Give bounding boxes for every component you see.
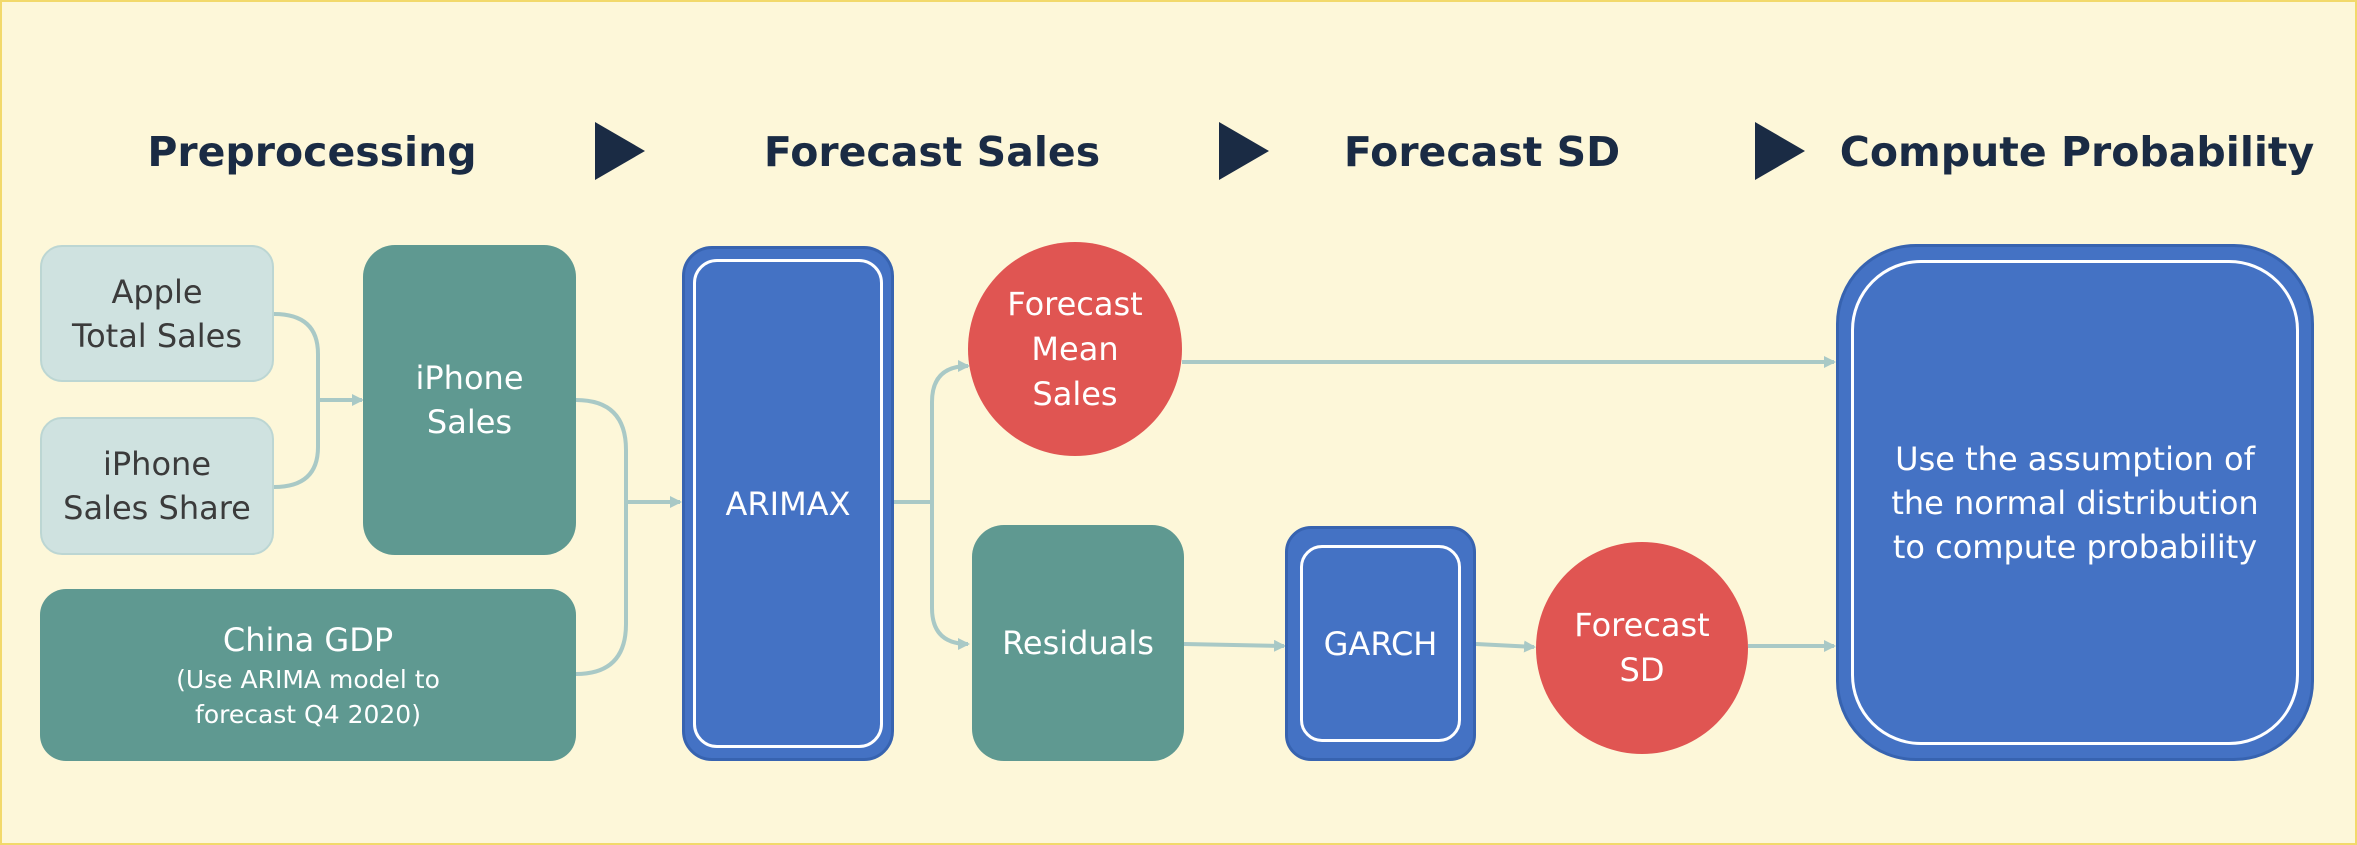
connector-arimax-to-mean xyxy=(930,360,970,502)
stage-title-forecast-sales: Forecast Sales xyxy=(763,128,1101,176)
stage-title-compute-probability: Compute Probability xyxy=(1839,128,2315,176)
node-iphone-sales-share-line2: Sales Share xyxy=(63,489,251,527)
node-forecast-sd-line1: Forecast xyxy=(1574,606,1710,644)
connector-gdp-to-arimax xyxy=(575,502,628,676)
node-china-gdp-title: China GDP xyxy=(222,621,394,659)
node-apple-total-sales-line1: Apple xyxy=(111,272,203,311)
node-forecast-mean-sales-line3: Sales xyxy=(1032,374,1118,413)
node-forecast-mean-sales-line1: Forecast xyxy=(1007,284,1143,323)
node-residuals: Residuals xyxy=(972,525,1184,761)
node-arimax-label: ARIMAX xyxy=(725,484,851,523)
node-garch-label: GARCH xyxy=(1323,624,1438,663)
connector-apple-to-iphone-sales xyxy=(273,312,320,400)
connector-residuals-to-garch xyxy=(1183,639,1286,652)
stage-arrow-2 xyxy=(1219,122,1269,180)
node-arimax: ARIMAX xyxy=(682,246,894,761)
node-china-gdp-note-line1: (Use ARIMA model to xyxy=(176,665,440,694)
node-apple-total-sales: Apple Total Sales xyxy=(40,245,274,382)
node-china-gdp: China GDP (Use ARIMA model to forecast Q… xyxy=(40,589,576,761)
node-arimax-inner-border xyxy=(693,259,883,748)
stage-arrow-3 xyxy=(1755,122,1805,180)
node-iphone-sales-line1: iPhone xyxy=(415,359,524,397)
stage-title-forecast-sd: Forecast SD xyxy=(1343,128,1621,176)
connector-share-to-iphone-sales xyxy=(273,400,320,489)
node-forecast-sd: Forecast SD xyxy=(1536,542,1748,754)
node-forecast-sd-line2: SD xyxy=(1619,651,1665,689)
node-forecast-mean-sales-line2: Mean xyxy=(1031,329,1119,368)
node-compute-probability: Use the assumption of the normal distrib… xyxy=(1836,244,2314,761)
node-apple-total-sales-line2: Total Sales xyxy=(71,316,243,355)
node-iphone-sales: iPhone Sales xyxy=(363,245,576,555)
node-iphone-sales-line2: Sales xyxy=(426,403,513,441)
node-compute-line3: to compute probability xyxy=(1892,527,2258,566)
node-compute-line2: the normal distribution xyxy=(1891,483,2259,522)
node-compute-probability-inner-border xyxy=(1851,260,2299,745)
stage-title-preprocessing: Preprocessing xyxy=(147,128,477,176)
node-iphone-sales-share-line1: iPhone xyxy=(102,445,211,483)
connector-iphone-sales-to-arimax xyxy=(575,398,628,502)
node-residuals-label: Residuals xyxy=(1002,624,1154,662)
node-garch: GARCH xyxy=(1285,526,1476,761)
connector-arimax-to-residuals xyxy=(930,502,970,650)
node-iphone-sales-share: iPhone Sales Share xyxy=(40,417,274,555)
node-garch-inner-border xyxy=(1300,545,1461,742)
node-china-gdp-note-line2: forecast Q4 2020) xyxy=(195,700,421,729)
connector-garch-to-sd xyxy=(1475,640,1536,653)
stage-arrow-1 xyxy=(595,122,645,180)
node-compute-line1: Use the assumption of xyxy=(1895,439,2255,478)
node-forecast-mean-sales: Forecast Mean Sales xyxy=(968,242,1182,456)
